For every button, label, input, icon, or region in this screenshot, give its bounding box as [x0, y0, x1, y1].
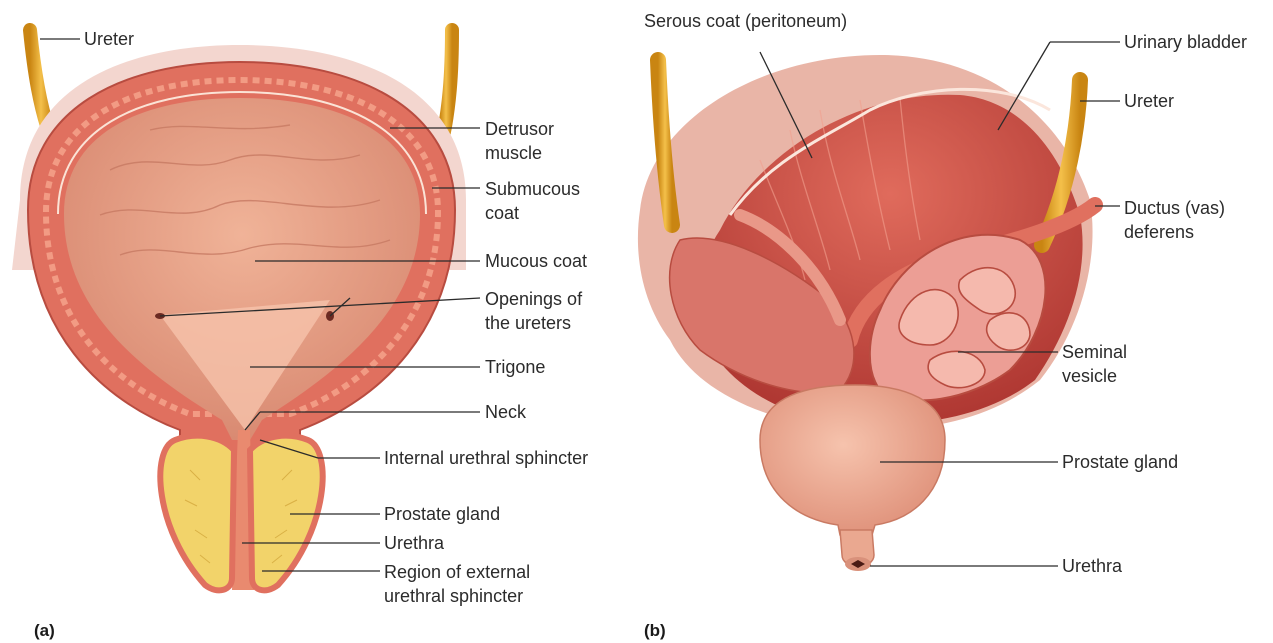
label-submucous-line2: coat — [485, 201, 519, 225]
label-external-sphincter-line1: Region of external — [384, 560, 530, 584]
prostate-gland-b — [760, 385, 945, 535]
panel-b-illustration — [638, 55, 1095, 571]
panel-b-tag: (b) — [644, 621, 666, 641]
label-mucous-coat: Mucous coat — [485, 249, 587, 273]
prostate-right-lobe — [250, 436, 323, 591]
label-detrusor-line2: muscle — [485, 141, 542, 165]
label-neck: Neck — [485, 400, 526, 424]
label-submucous-line1: Submucous — [485, 177, 580, 201]
panel-a-tag: (a) — [34, 621, 55, 641]
label-prostate-gland-b: Prostate gland — [1062, 450, 1178, 474]
label-external-sphincter-line2: urethral sphincter — [384, 584, 523, 608]
label-ureter-b: Ureter — [1124, 89, 1174, 113]
prostate-left-lobe — [160, 436, 234, 591]
label-openings-line2: the ureters — [485, 311, 571, 335]
label-trigone: Trigone — [485, 355, 545, 379]
label-urethra-b: Urethra — [1062, 554, 1122, 578]
label-seminal-line1: Seminal — [1062, 340, 1127, 364]
label-ureter-a: Ureter — [84, 27, 134, 51]
label-urethra-a: Urethra — [384, 531, 444, 555]
label-openings-line1: Openings of — [485, 287, 582, 311]
label-prostate-gland-a: Prostate gland — [384, 502, 500, 526]
label-detrusor-line1: Detrusor — [485, 117, 554, 141]
label-serous-coat: Serous coat (peritoneum) — [644, 9, 847, 33]
label-ductus-line2: deferens — [1124, 220, 1194, 244]
label-internal-urethral-sphincter: Internal urethral sphincter — [384, 446, 588, 470]
label-ductus-line1: Ductus (vas) — [1124, 196, 1225, 220]
label-seminal-line2: vesicle — [1062, 364, 1117, 388]
label-urinary-bladder: Urinary bladder — [1124, 30, 1247, 54]
